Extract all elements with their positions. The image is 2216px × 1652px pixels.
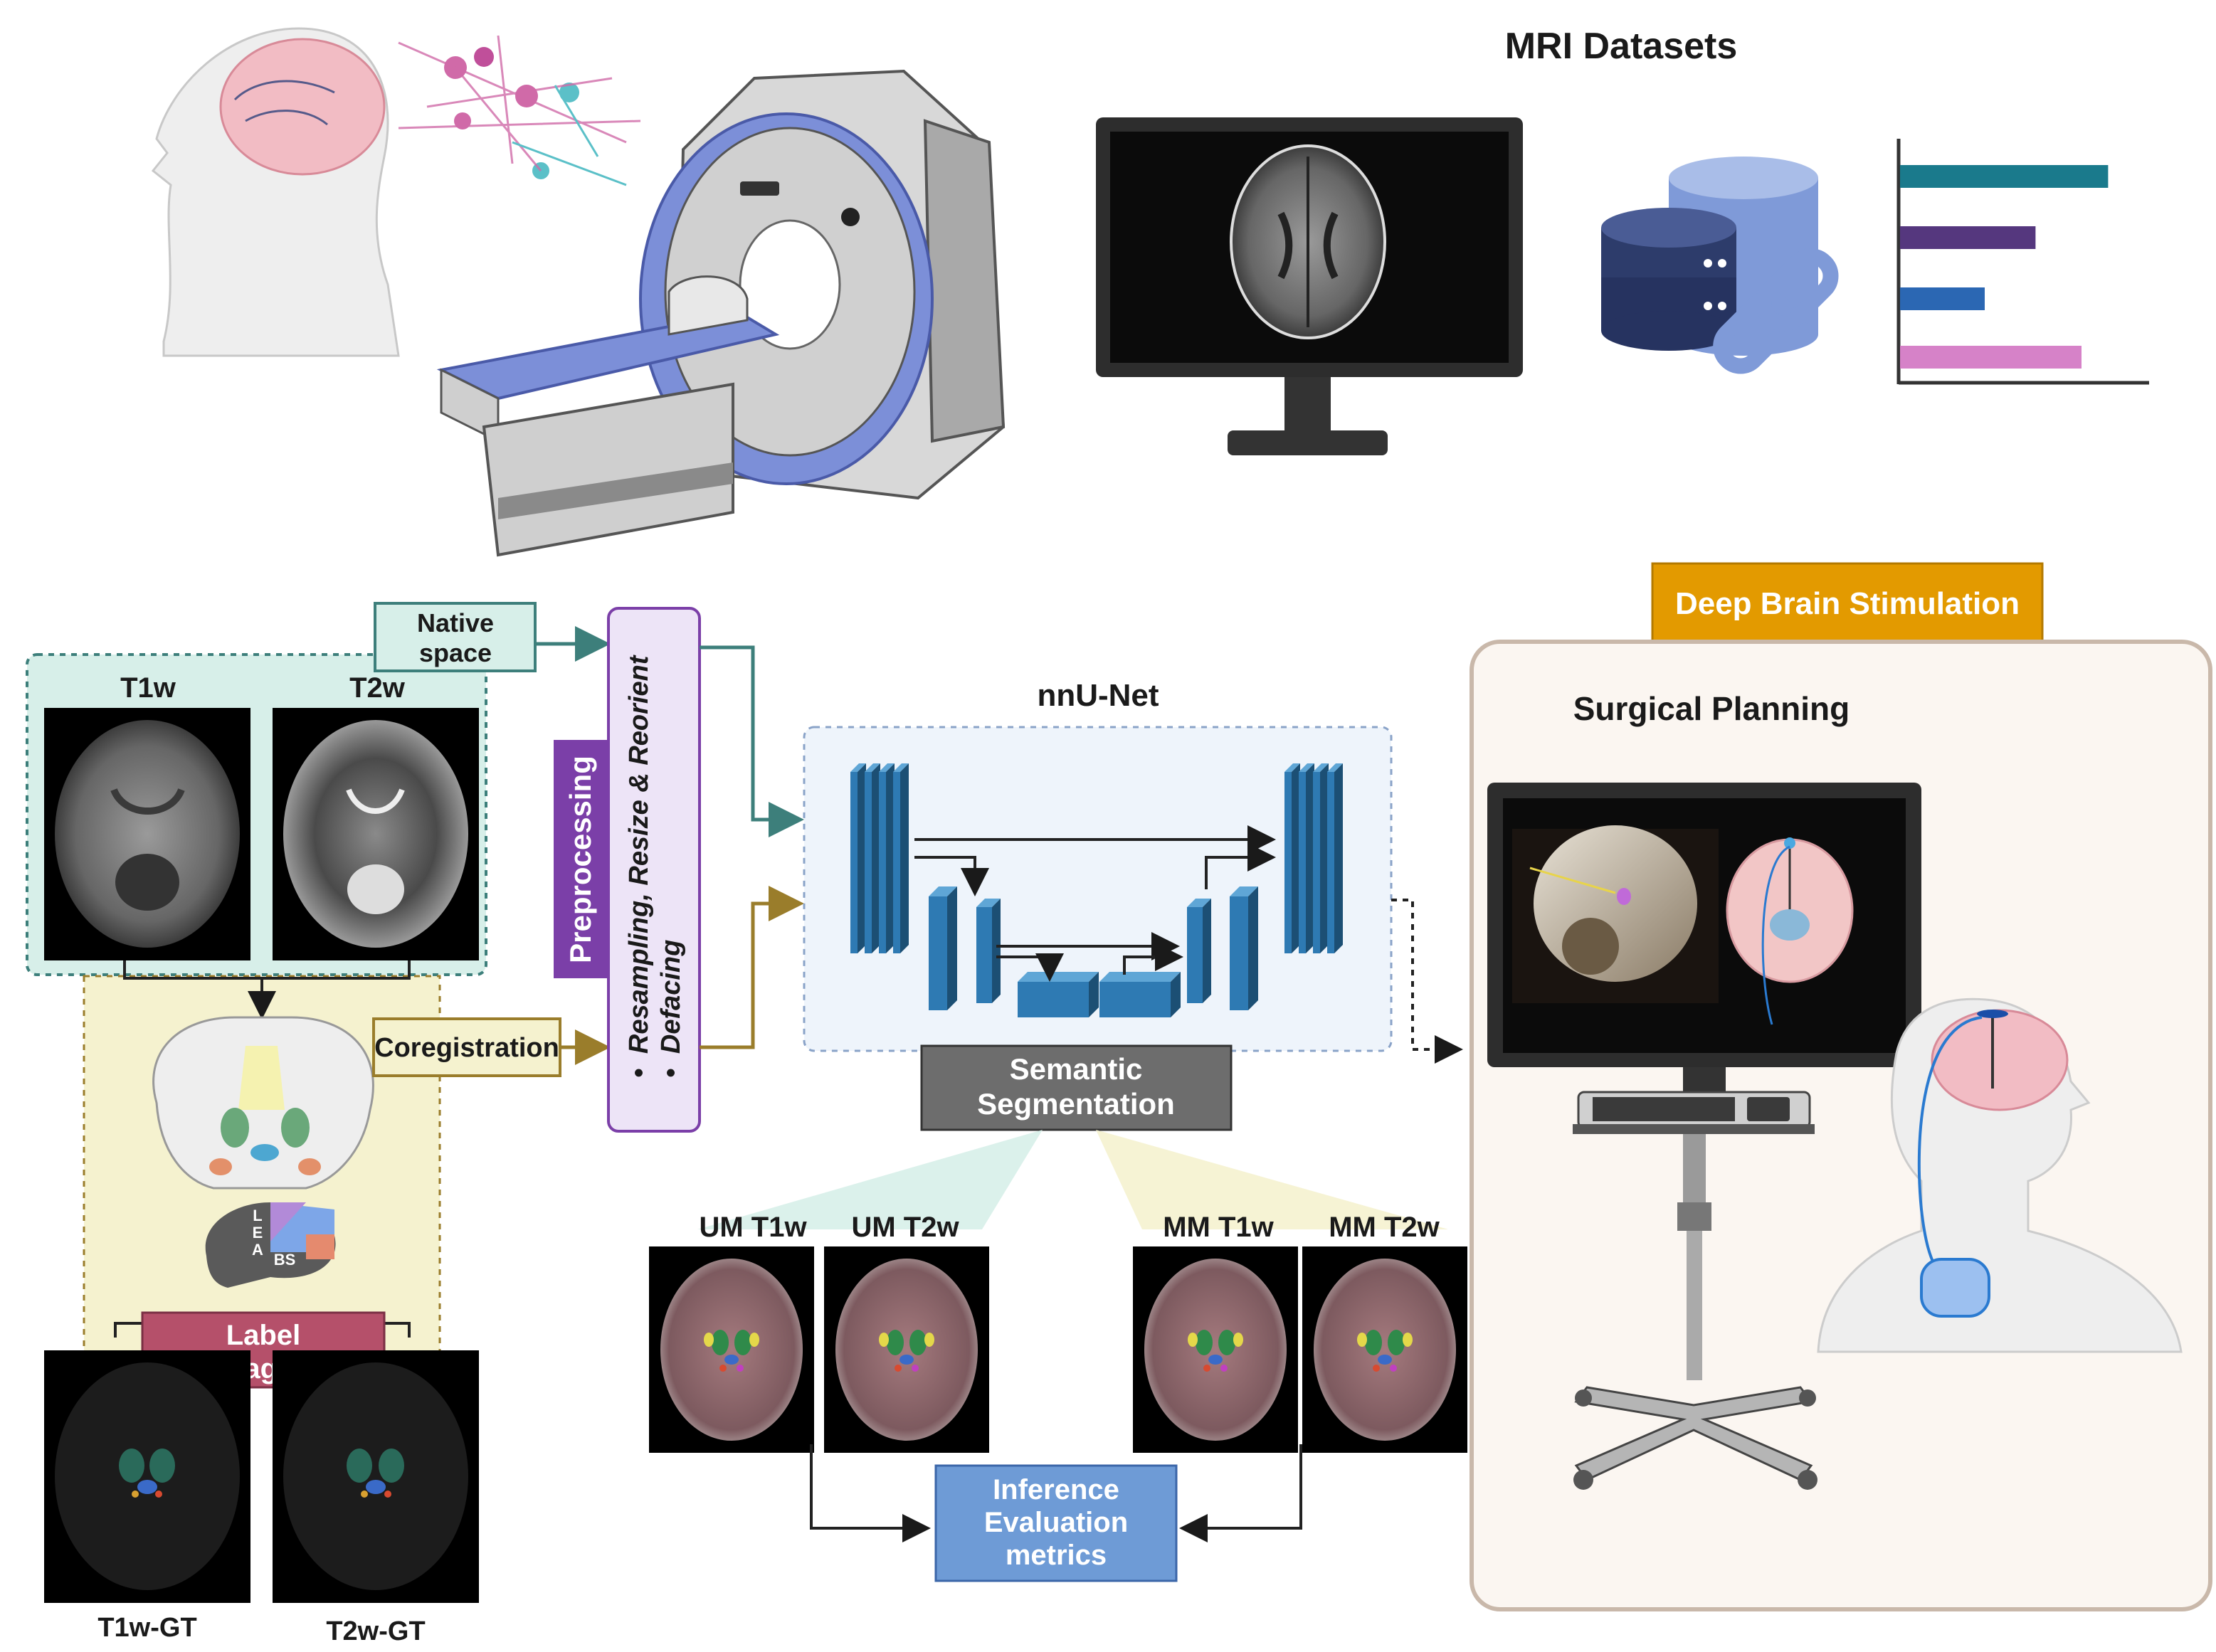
unet-layer <box>1099 972 1181 1017</box>
semantic-segmentation-line-2: Segmentation <box>977 1087 1175 1121</box>
unet-layer <box>1299 763 1314 953</box>
semantic-segmentation-line-1: Semantic <box>1010 1052 1143 1086</box>
mri-scanner-illustration <box>436 69 1006 557</box>
dbs-title: Deep Brain Stimulation <box>1675 586 2020 621</box>
preprocessing-tab <box>554 740 607 978</box>
atlas-letter-l: L <box>253 1207 262 1224</box>
native-space-line-2: space <box>419 638 492 667</box>
unet-layer <box>976 899 1001 1003</box>
t1w-gt-label: T1w-GT <box>97 1613 196 1643</box>
t2w-gt-label: T2w-GT <box>326 1616 425 1646</box>
mm-to-inference-arrow <box>1179 1444 1302 1542</box>
coronal-atlas-brain <box>152 1016 374 1190</box>
t2w-mri-image <box>273 708 479 960</box>
unet-layer <box>893 763 909 953</box>
atlas-letter-bs: BS <box>274 1251 296 1269</box>
link-icon <box>1713 248 1839 374</box>
inference-evaluation-box <box>934 1464 1178 1582</box>
inference-line-2: Evaluation <box>984 1507 1128 1538</box>
head-profile-illustration <box>151 27 400 357</box>
segmentation-results <box>649 1246 1467 1453</box>
coregistration-box <box>372 1017 561 1077</box>
dbs-title-box <box>1651 562 2044 645</box>
prep-to-nnunet-teal-arrow <box>700 645 804 837</box>
bar-chart-bar <box>1900 165 2109 188</box>
t1w-label: T1w <box>120 672 176 704</box>
unet-layer <box>879 763 895 953</box>
um-to-inference-arrow <box>810 1444 931 1542</box>
mri-datasets-title: MRI Datasets <box>1505 26 1738 67</box>
unet-layer <box>929 886 957 1010</box>
segmentation-result-image <box>649 1246 814 1453</box>
mm-t1w-label: MM T1w <box>1163 1212 1274 1243</box>
prep-step-resampling: • Resampling, Resize & Reorient <box>624 655 654 1078</box>
um-fan <box>697 1130 1043 1229</box>
label-propagation-line-1: Label <box>226 1320 300 1351</box>
inference-line-1: Inference <box>993 1474 1119 1505</box>
unet-layer <box>850 763 866 953</box>
unet-layer <box>1313 763 1329 953</box>
nnunet-to-dbs-arrow <box>1391 899 1463 1064</box>
segmentation-result-image <box>1133 1246 1298 1453</box>
unet-skip-arrow <box>1123 943 1183 975</box>
cerebellum-atlas: L E A BS <box>205 1202 336 1288</box>
bar-chart-bar <box>1900 287 1985 310</box>
mm-t2w-label: MM T2w <box>1329 1212 1440 1243</box>
unet-layer <box>1284 763 1300 953</box>
unet-skip-arrow <box>914 856 989 896</box>
unet-layer <box>1018 972 1099 1017</box>
native-space-box <box>374 602 537 672</box>
t1w-gt-image <box>44 1350 250 1603</box>
bar-chart-icon <box>1896 139 2149 385</box>
semantic-segmentation-box <box>920 1044 1233 1131</box>
dbs-patient-illustration <box>1817 997 2183 1353</box>
coregistration-label: Coregistration <box>374 1033 559 1063</box>
bar-chart-bar <box>1900 226 2036 249</box>
mm-fan <box>1096 1130 1448 1229</box>
unet-layer <box>865 763 880 953</box>
preprocessing-label: Preprocessing <box>564 756 597 963</box>
t1w-mri-image <box>44 708 250 960</box>
unet-skip-arrow <box>996 953 1064 982</box>
planning-monitor <box>1487 783 1921 1106</box>
segmentation-result-image <box>1302 1246 1467 1453</box>
unet-skip-arrow <box>1205 843 1276 889</box>
preprocessing-steps-box <box>607 607 701 1133</box>
neuron-illustration <box>398 35 641 186</box>
bar-chart-bar <box>1900 346 2082 369</box>
um-t2w-label: UM T2w <box>851 1212 959 1243</box>
unet-architecture <box>850 763 1343 1017</box>
bracket-connector <box>123 960 411 980</box>
monitor-illustration <box>1096 117 1523 455</box>
nnunet-title: nnU-Net <box>1037 678 1159 713</box>
unet-layer <box>1230 886 1258 1010</box>
segmentation-result-image <box>824 1246 989 1453</box>
prep-to-nnunet-olive-arrow <box>700 886 804 1049</box>
inference-line-3: metrics <box>1006 1540 1107 1571</box>
atlas-letter-e: E <box>253 1224 263 1241</box>
workstation-stand <box>1573 1091 1817 1490</box>
prep-step-defacing-text: Defacing <box>656 940 686 1054</box>
unet-layer <box>1187 899 1211 1003</box>
surgical-planning-title: Surgical Planning <box>1573 690 1850 727</box>
um-t1w-label: UM T1w <box>699 1212 807 1243</box>
native-space-line-1: Native <box>417 608 494 637</box>
t2w-gt-image <box>273 1350 479 1603</box>
t2w-label: T2w <box>349 672 406 704</box>
atlas-letter-a: A <box>252 1241 263 1259</box>
prep-step-resampling-text: Resampling, Resize & Reorient <box>624 655 654 1054</box>
unet-layer <box>1327 763 1343 953</box>
